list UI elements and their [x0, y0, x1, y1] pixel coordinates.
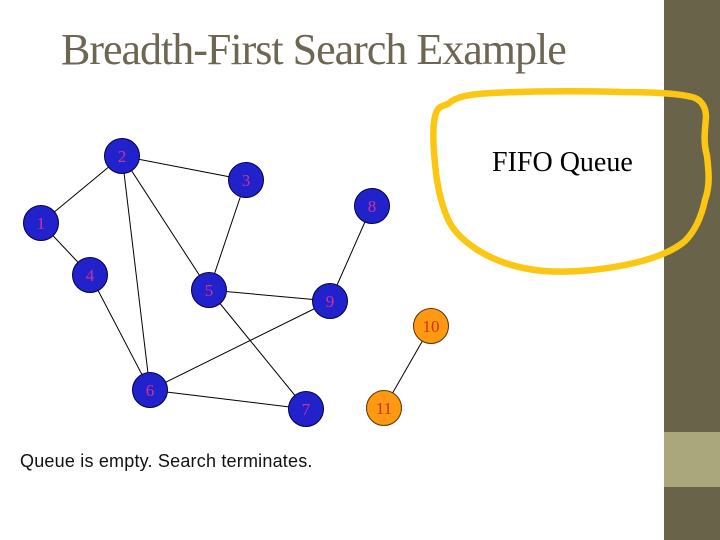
- node-circle: [413, 308, 449, 344]
- node-circle: [23, 205, 59, 241]
- node-label: 10: [423, 317, 440, 336]
- slide-title: Breadth-First Search Example: [61, 25, 567, 74]
- graph-edge-1-4: [40, 222, 91, 276]
- graph-edge-1-2: [40, 155, 123, 224]
- node-label: 2: [118, 147, 127, 166]
- node-label: 11: [376, 399, 392, 418]
- node-label: 9: [326, 292, 335, 311]
- graph-edge-8-9: [329, 205, 373, 302]
- graph-nodes: 1 2 3 4 5 6 7 8 9 10 11: [23, 138, 449, 427]
- node-circle: [104, 138, 140, 174]
- graph-node-1: 1: [23, 205, 59, 241]
- graph-node-6: 6: [132, 372, 168, 408]
- node-label: 3: [242, 171, 251, 190]
- node-label: 4: [86, 266, 95, 285]
- sidebar-accent-band: [664, 432, 720, 487]
- graph-node-7: 7: [288, 391, 324, 427]
- graph-edge-4-6: [89, 274, 151, 391]
- node-circle: [191, 272, 227, 308]
- node-label: 8: [368, 197, 377, 216]
- status-caption: Queue is empty. Search terminates.: [20, 451, 313, 471]
- graph-edge-3-5: [208, 179, 247, 291]
- graph-node-10: 10: [413, 308, 449, 344]
- graph-edge-6-7: [149, 389, 307, 410]
- node-label: 1: [37, 214, 46, 233]
- graph-edge-2-3: [121, 155, 247, 181]
- node-circle: [228, 162, 264, 198]
- node-circle: [132, 372, 168, 408]
- graph-node-9: 9: [312, 283, 348, 319]
- fifo-queue-label: FIFO Queue: [492, 147, 633, 178]
- graph-edge-2-5: [121, 155, 210, 291]
- node-circle: [354, 188, 390, 224]
- node-circle: [72, 257, 108, 293]
- graph-node-11: 11: [366, 390, 402, 426]
- graph-node-3: 3: [228, 162, 264, 198]
- graph-edges: [40, 155, 432, 410]
- graph-node-2: 2: [104, 138, 140, 174]
- graph-edge-5-7: [208, 289, 307, 410]
- graph-node-4: 4: [72, 257, 108, 293]
- graph-edge-10-11: [383, 325, 432, 409]
- graph-edge-5-9: [208, 289, 331, 302]
- graph-edge-2-6: [121, 155, 151, 391]
- graph-edge-6-9: [149, 300, 331, 391]
- node-label: 5: [205, 281, 214, 300]
- graph-node-8: 8: [354, 188, 390, 224]
- node-circle: [312, 283, 348, 319]
- node-label: 7: [302, 400, 311, 419]
- node-circle: [366, 390, 402, 426]
- node-circle: [288, 391, 324, 427]
- graph-node-5: 5: [191, 272, 227, 308]
- node-label: 6: [146, 381, 155, 400]
